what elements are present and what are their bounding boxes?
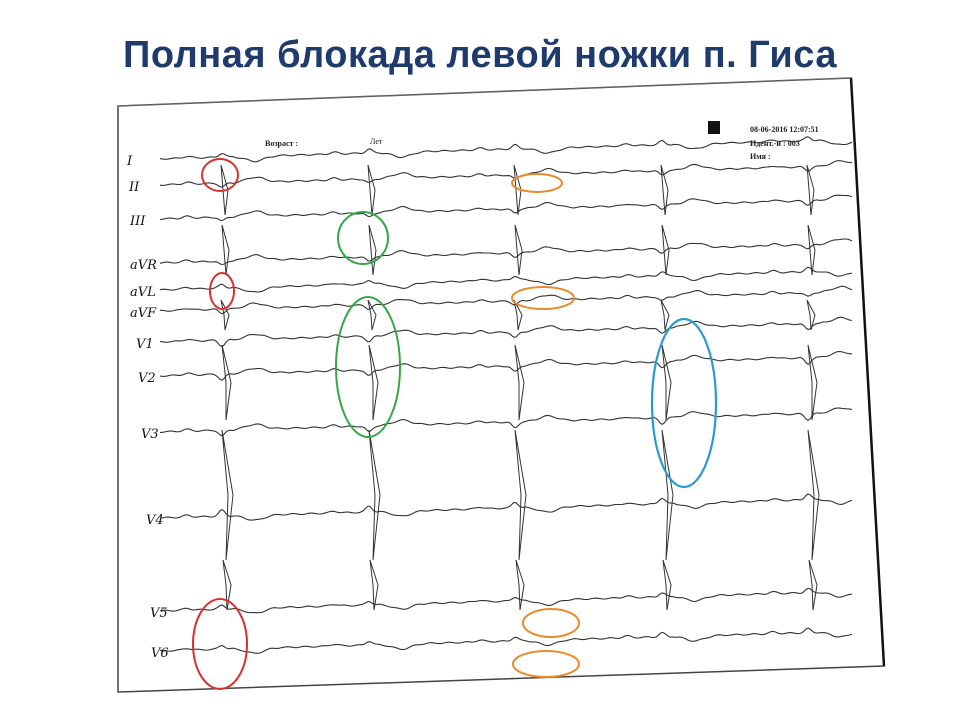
device-logo-icon <box>708 121 720 134</box>
qrs-spike-1-1 <box>220 164 229 216</box>
trace-lead-v6 <box>159 627 853 654</box>
qrs-spike-4-1 <box>660 164 669 216</box>
trace-lead-v5 <box>159 587 853 614</box>
qrs-spike-3-5 <box>514 429 527 561</box>
trace-lead-v2 <box>159 350 853 381</box>
trace-lead-i <box>159 136 853 163</box>
qrs-spike-4-6 <box>662 559 672 611</box>
trace-lead-avr <box>159 238 853 266</box>
orange-circle-lead-v5 <box>522 608 580 638</box>
lead-label-v1: V1 <box>136 337 154 352</box>
ecg-traces <box>159 136 853 654</box>
green-circle-lead-v1-v2 <box>335 296 401 438</box>
qrs-spike-4-4 <box>661 344 672 421</box>
qrs-spike-5-4 <box>807 344 818 421</box>
red-circle-lead-v5-v6 <box>192 598 248 690</box>
annotations <box>192 158 718 690</box>
ecg-paper <box>117 77 885 693</box>
lead-label-avf: aVF <box>130 306 157 321</box>
red-circle-lead-i <box>201 158 239 192</box>
trace-lead-ii <box>159 160 853 188</box>
orange-circle-lead-avl <box>511 286 575 310</box>
green-circle-lead-iii <box>337 211 389 265</box>
qrs-spike-5-3 <box>806 299 816 331</box>
years-label: Лет <box>370 137 383 146</box>
trace-lead-iii <box>159 194 853 222</box>
qrs-spike-2-4 <box>368 344 379 421</box>
patient-name-label: Имя : <box>750 152 771 161</box>
orange-circle-lead-v6 <box>512 650 580 678</box>
slide-title: Полная блокада левой ножки п. Гиса <box>123 34 837 76</box>
age-label: Возраст : <box>265 139 298 148</box>
qrs-spike-3-6 <box>515 559 525 611</box>
qrs-spike-5-1 <box>806 164 815 216</box>
qrs-spike-2-6 <box>369 559 379 611</box>
lead-label-iii: III <box>129 214 146 229</box>
qrs-spike-1-3 <box>220 299 230 331</box>
qrs-spike-1-6 <box>222 559 232 611</box>
lead-label-v5: V5 <box>150 606 168 621</box>
qrs-spike-3-4 <box>514 344 525 421</box>
qrs-spike-3-3 <box>513 299 523 331</box>
qrs-spike-2-5 <box>368 429 381 561</box>
qrs-spike-1-5 <box>221 429 234 561</box>
qrs-spike-3-1 <box>513 164 522 216</box>
qrs-spike-5-2 <box>807 224 816 276</box>
lead-label-v4: V4 <box>146 513 164 528</box>
qrs-spike-2-3 <box>367 299 377 331</box>
trace-lead-avl <box>159 266 853 293</box>
qrs-spike-5-6 <box>808 559 818 611</box>
qrs-spike-1-4 <box>221 344 232 421</box>
qrs-spike-2-1 <box>367 164 376 216</box>
qrs-spike-2-2 <box>368 224 377 276</box>
date-time: 08-06-2016 12:07:51 <box>750 125 819 134</box>
qrs-spike-3-2 <box>514 224 523 276</box>
lead-label-v3: V3 <box>141 427 159 442</box>
blue-circle-lead-v1-v3 <box>650 317 718 489</box>
lead-label-i: I <box>126 154 133 169</box>
qrs-spike-4-3 <box>660 299 670 331</box>
qrs-spike-4-2 <box>661 224 670 276</box>
trace-lead-v4 <box>159 493 853 521</box>
orange-circle-lead-ii <box>511 173 563 193</box>
lead-label-avl: aVL <box>130 285 156 300</box>
red-circle-lead-avl <box>209 272 235 310</box>
lead-label-avr: aVR <box>130 258 157 273</box>
ecg-header: Возраст : Лет 08-06-2016 12:07:51 Идент.… <box>265 121 819 161</box>
lead-label-v2: V2 <box>138 371 156 386</box>
trace-lead-v3 <box>160 407 853 437</box>
qrs-spike-5-5 <box>807 429 820 561</box>
trace-lead-avf <box>160 285 853 315</box>
patient-id: Идент.-и : 003 <box>750 139 800 148</box>
lead-label-v6: V6 <box>151 646 169 661</box>
trace-lead-v1 <box>159 316 853 348</box>
lead-label-ii: II <box>128 180 140 195</box>
